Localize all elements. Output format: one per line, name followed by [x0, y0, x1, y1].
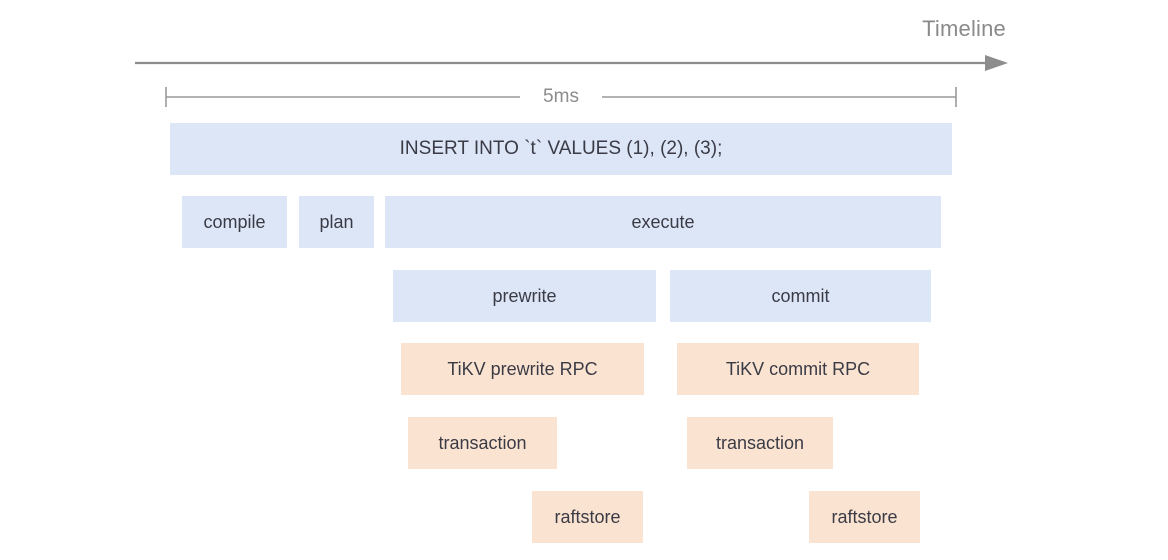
bar-raftstore-0: raftstore [532, 491, 643, 543]
scale-value-label: 5ms [543, 86, 579, 107]
scale-ruler [165, 87, 957, 107]
bar-two-phase-commit-1: commit [670, 270, 931, 322]
bar-transaction-1: transaction [687, 417, 833, 469]
bar-raftstore-1: raftstore [809, 491, 920, 543]
scale-ruler-text-wrap: 5ms [160, 84, 962, 110]
bar-phases-2: execute [385, 196, 941, 248]
bar-transaction-0: transaction [408, 417, 557, 469]
bar-tikv-rpc-0: TiKV prewrite RPC [401, 343, 644, 395]
bar-phases-1: plan [299, 196, 374, 248]
timeline-arrow-icon [135, 55, 1008, 71]
bar-phases-0: compile [182, 196, 287, 248]
bar-tikv-rpc-1: TiKV commit RPC [677, 343, 919, 395]
timeline-axis-label: Timeline [922, 16, 1006, 41]
bar-two-phase-commit-0: prewrite [393, 270, 656, 322]
bar-statement-0: INSERT INTO `t` VALUES (1), (2), (3); [170, 123, 952, 175]
